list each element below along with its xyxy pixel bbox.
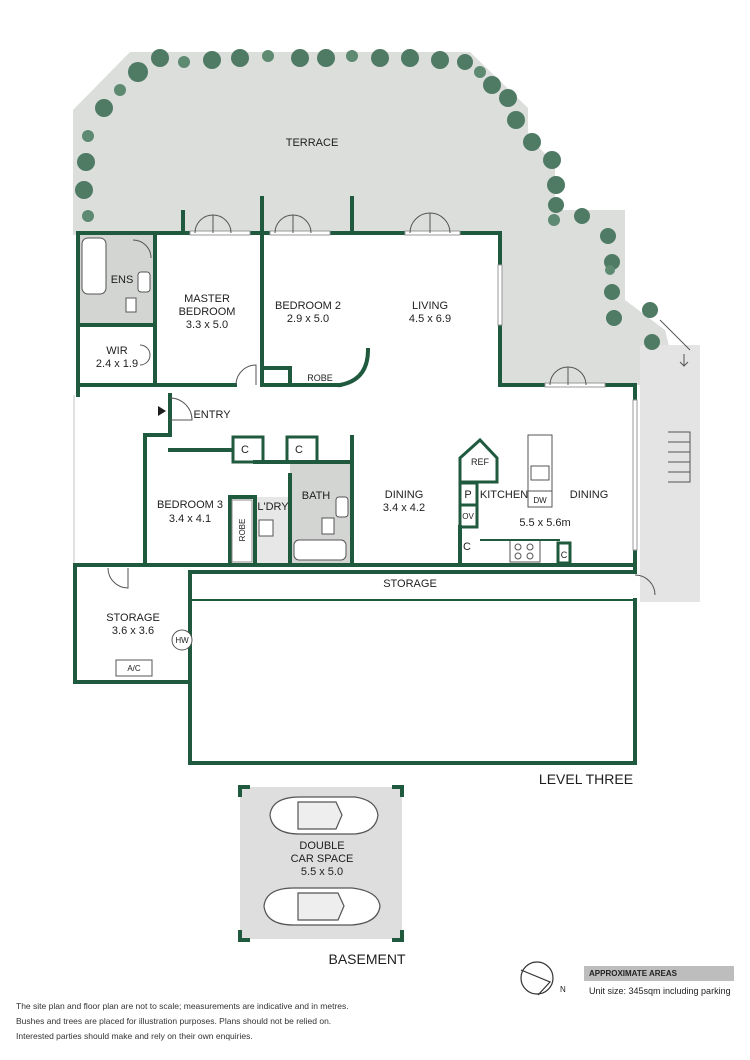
- master-door: [235, 364, 257, 386]
- label-terrace: TERRACE: [286, 137, 339, 149]
- window: [544, 382, 606, 388]
- ensuite-toilet: [125, 297, 137, 313]
- label-cupboard-2: C: [295, 444, 303, 456]
- label-storage: STORAGE: [106, 612, 160, 624]
- terrace-doors: [194, 212, 587, 386]
- areas-box: APPROXIMATE AREAS Unit size: 345sqm incl…: [584, 966, 734, 1001]
- label-car-1: DOUBLE: [299, 840, 344, 852]
- label-bed3-size: 3.4 x 4.1: [169, 513, 211, 525]
- side-landing: [640, 345, 700, 602]
- disclaimer-line-2: Bushes and trees are placed for illustra…: [16, 1016, 332, 1026]
- label-bed2-size: 2.9 x 5.0: [287, 313, 329, 325]
- entry-door: [169, 397, 193, 421]
- ac-unit: [115, 659, 153, 677]
- label-kitchen-cupboard-2: C: [561, 550, 568, 560]
- label-ref: REF: [471, 457, 490, 467]
- label-car-size: 5.5 x 5.0: [301, 866, 343, 878]
- label-robe-vertical: ROBE: [238, 519, 247, 542]
- window: [404, 230, 461, 236]
- label-cupboard-1: C: [241, 444, 249, 456]
- bath-basin: [335, 496, 349, 518]
- wir-door: [139, 344, 151, 366]
- label-ac: A/C: [127, 664, 141, 673]
- label-dining: DINING: [385, 489, 424, 501]
- north-arrow-icon: [520, 961, 554, 996]
- main-floor: [75, 233, 635, 572]
- disclaimer-line-3: Interested parties should make and rely …: [16, 1031, 253, 1041]
- label-hw: HW: [175, 636, 189, 645]
- label-ov: OV: [462, 512, 474, 521]
- label-robe: ROBE: [307, 373, 333, 383]
- label-storage-strip: STORAGE: [383, 578, 437, 590]
- window: [269, 230, 331, 236]
- disclaimer: The site plan and floor plan are not to …: [16, 999, 376, 1044]
- label-ens: ENS: [111, 274, 134, 286]
- burner: [514, 552, 522, 560]
- label-living: LIVING: [412, 300, 448, 312]
- label-laundry: L'DRY: [257, 501, 289, 513]
- label-car-2: CAR SPACE: [291, 853, 354, 865]
- window: [189, 230, 251, 236]
- label-dining-size: 3.4 x 4.2: [383, 502, 425, 514]
- ref-bay: [458, 437, 499, 484]
- label-dining-2: DINING: [570, 489, 609, 501]
- hot-water-unit: [171, 629, 193, 651]
- label-dw: DW: [533, 496, 547, 505]
- dishwasher: [527, 490, 553, 508]
- cooktop: [509, 539, 541, 563]
- burner: [526, 552, 534, 560]
- garden-trees: [75, 49, 660, 350]
- label-bath: BATH: [302, 490, 331, 502]
- label-master-2: BEDROOM: [179, 306, 236, 318]
- label-level-three: LEVEL THREE: [539, 771, 633, 787]
- label-master-size: 3.3 x 5.0: [186, 319, 228, 331]
- label-bed3: BEDROOM 3: [157, 499, 223, 511]
- car-icon: [263, 887, 381, 926]
- areas-heading: APPROXIMATE AREAS: [584, 966, 734, 981]
- bath-toilet: [321, 517, 335, 535]
- label-kitchen-size: 5.5 x 5.6m: [519, 517, 570, 529]
- label-pantry: P: [464, 489, 471, 501]
- storage-door: [107, 567, 129, 589]
- window: [632, 399, 638, 551]
- burner: [514, 543, 522, 551]
- side-door: [634, 574, 656, 596]
- ensuite-basin: [137, 271, 151, 293]
- car-icon: [269, 796, 379, 835]
- label-wir: WIR: [106, 345, 127, 357]
- label-master: MASTER: [184, 293, 230, 305]
- terrace-area: [73, 52, 700, 600]
- label-storage-size: 3.6 x 3.6: [112, 625, 154, 637]
- label-basement: BASEMENT: [328, 951, 405, 967]
- compass-north: N: [560, 985, 566, 994]
- label-entry: ENTRY: [193, 409, 231, 421]
- label-kitchen-cupboard: C: [463, 541, 471, 553]
- entry-arrow: [158, 406, 166, 416]
- bath-tub-2: [293, 539, 347, 561]
- window: [497, 264, 503, 326]
- laundry-tub: [258, 519, 274, 537]
- cupboard-1: [231, 435, 265, 464]
- bathtub: [81, 237, 107, 295]
- disclaimer-line-1: The site plan and floor plan are not to …: [16, 1001, 349, 1011]
- stairs: [659, 319, 691, 483]
- robe-bed3: [231, 499, 253, 563]
- label-living-size: 4.5 x 6.9: [409, 313, 451, 325]
- ensuite-door: [132, 239, 152, 259]
- label-bed2: BEDROOM 2: [275, 300, 341, 312]
- oven-bay: [458, 503, 479, 529]
- areas-value: Unit size: 345sqm including parking: [589, 986, 731, 996]
- burner: [526, 543, 534, 551]
- sink: [530, 465, 550, 481]
- label-wir-size: 2.4 x 1.9: [96, 358, 138, 370]
- label-kitchen: KITCHEN: [480, 489, 528, 501]
